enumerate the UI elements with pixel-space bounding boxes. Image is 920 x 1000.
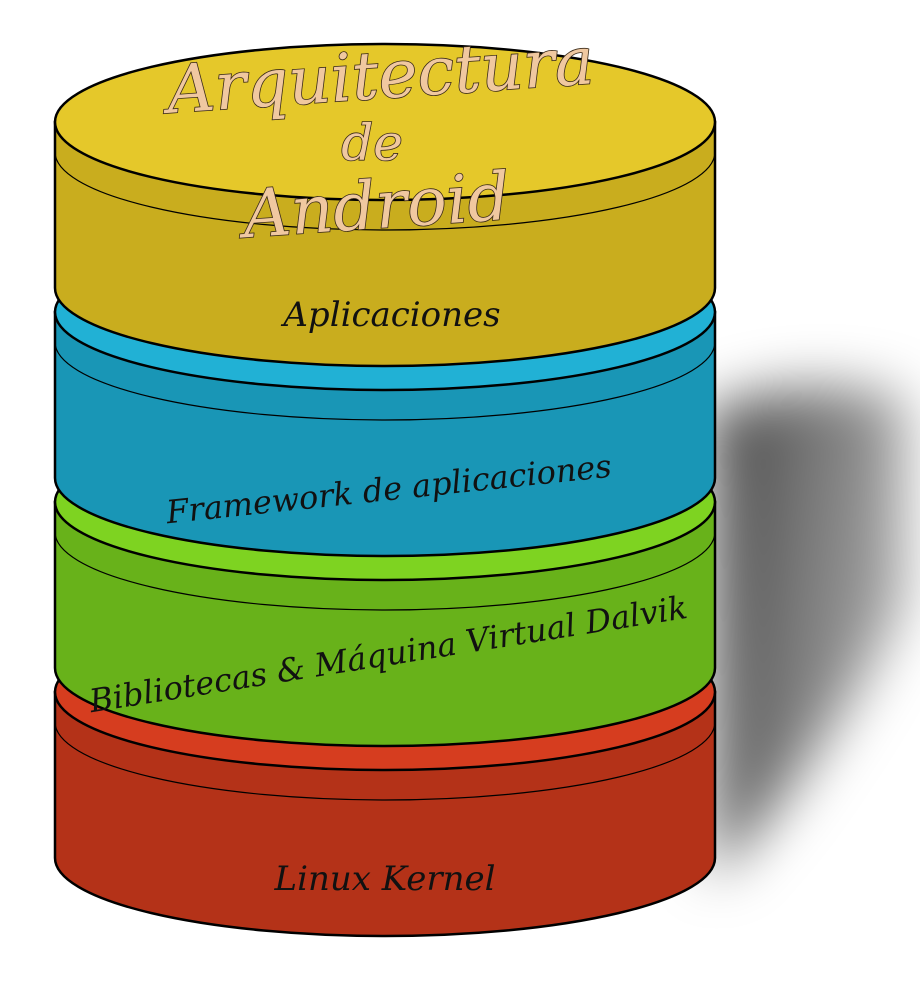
layer-aplicaciones-rim (54, 151, 716, 231)
title-line-2: de (341, 114, 403, 172)
layer-aplicaciones: Aplicaciones (53, 42, 717, 368)
layer-bibliotecas-rim (54, 531, 716, 611)
layer-linux-kernel-rim (54, 721, 716, 801)
layer-framework-rim (54, 341, 716, 421)
layer-label-linux-kernel: Linux Kernel (274, 859, 496, 899)
stack-shadow (700, 386, 905, 880)
layer-label-aplicaciones: Aplicaciones (280, 295, 500, 335)
layer-aplicaciones-top (53, 42, 717, 202)
